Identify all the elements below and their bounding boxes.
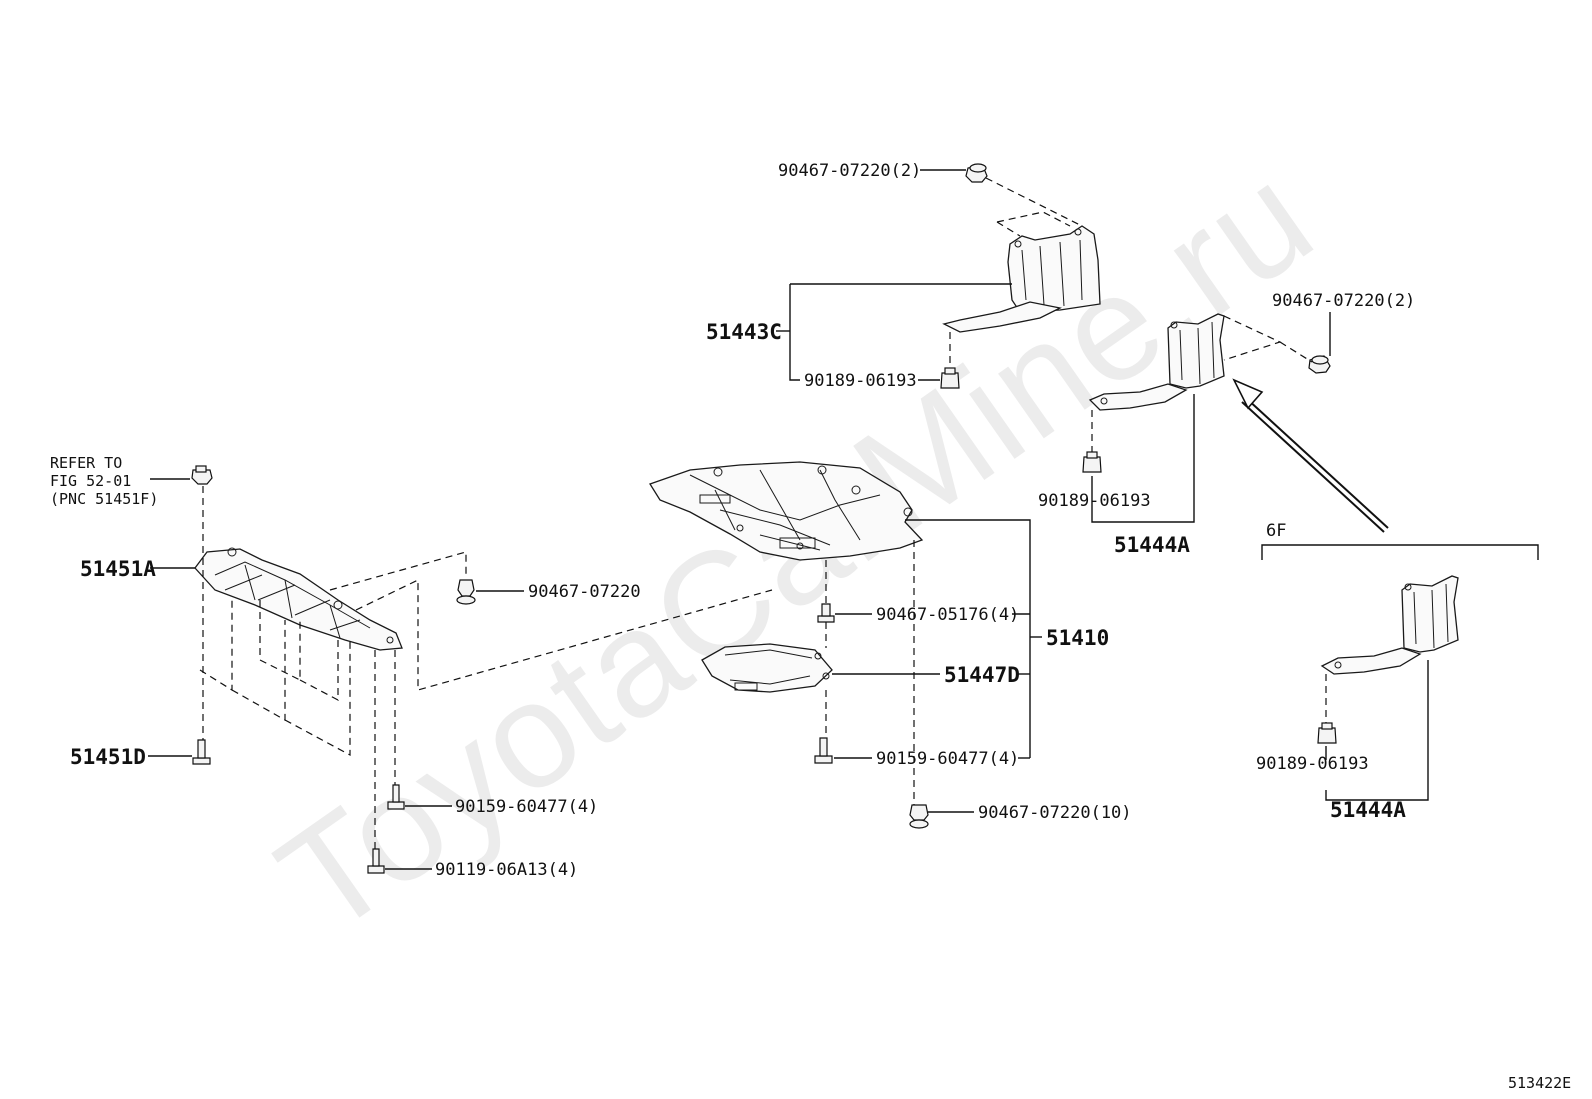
refer-note-line2: FIG 52-01	[50, 472, 131, 490]
left-group-leader-lines	[148, 478, 524, 870]
variant-6F-bracket	[1261, 544, 1539, 560]
clip-90189-06193-right[interactable]	[1082, 451, 1102, 473]
top-group-leader-lines	[776, 169, 1012, 381]
part-51410-engine-under-cover[interactable]	[649, 461, 924, 561]
refer-note-line1: REFER TO	[50, 454, 122, 472]
label-51451D[interactable]: 51451D	[70, 745, 146, 769]
clip-90467-07220[interactable]	[456, 579, 476, 605]
right-group-leader-lines	[1091, 312, 1331, 523]
label-90159-60477-center[interactable]: 90159-60477(4)	[876, 749, 1019, 769]
label-51444A-upper[interactable]: 51444A	[1114, 533, 1190, 557]
figure-number: 513422E	[1508, 1074, 1571, 1092]
bolt-90159-60477-center[interactable]	[814, 737, 833, 764]
label-90189-06193-right[interactable]: 90189-06193	[1038, 491, 1151, 511]
part-51444A-lower-seal[interactable]	[1320, 575, 1459, 675]
bolt-90159-60477-left[interactable]	[387, 784, 405, 810]
label-90467-05176[interactable]: 90467-05176(4)	[876, 605, 1019, 625]
label-90119-06A13[interactable]: 90119-06A13(4)	[435, 860, 578, 880]
part-51447D-cover[interactable]	[701, 643, 833, 693]
label-90189-06193-lower[interactable]: 90189-06193	[1256, 754, 1369, 774]
label-variant-6F: 6F	[1266, 521, 1286, 541]
part-51451A-front-cover[interactable]	[194, 547, 403, 651]
clip-90189-06193-top[interactable]	[940, 367, 960, 389]
label-90189-06193-top[interactable]: 90189-06193	[804, 371, 917, 391]
label-90467-07220-x10[interactable]: 90467-07220(10)	[978, 803, 1132, 823]
lower-right-leader-lines	[1325, 660, 1429, 801]
view-direction-arrow	[1232, 378, 1389, 533]
clip-51451F-fastener[interactable]	[191, 465, 213, 485]
label-51410[interactable]: 51410	[1046, 626, 1109, 650]
part-51444A-upper-seal[interactable]	[1088, 313, 1225, 411]
clip-90467-07220-x10[interactable]	[909, 804, 929, 829]
label-90467-07220-right[interactable]: 90467-07220(2)	[1272, 291, 1415, 311]
label-90159-60477-left[interactable]: 90159-60477(4)	[455, 797, 598, 817]
clip-90467-07220-x2-right[interactable]	[1308, 355, 1331, 374]
clip-90189-06193-lower[interactable]	[1317, 722, 1337, 744]
label-51443C[interactable]: 51443C	[706, 320, 782, 344]
bolt-90119-06A13[interactable]	[367, 848, 385, 874]
label-51451A[interactable]: 51451A	[80, 557, 156, 581]
label-51444A-lower[interactable]: 51444A	[1330, 798, 1406, 822]
bolt-51451D[interactable]	[192, 739, 211, 765]
right-group-dashed-lines	[1091, 315, 1313, 452]
clip-90467-05176[interactable]	[817, 603, 835, 623]
left-group-dashed-lines	[199, 486, 773, 849]
refer-note-line3: (PNC 51451F)	[50, 490, 158, 508]
part-51443C-seal[interactable]	[942, 225, 1101, 333]
center-group-dashed-lines	[825, 540, 915, 805]
label-90467-07220[interactable]: 90467-07220	[528, 582, 641, 602]
label-51447D[interactable]: 51447D	[944, 663, 1020, 687]
top-group-dashed-lines	[949, 177, 1083, 368]
clip-90467-07220-x2-top[interactable]	[965, 163, 988, 183]
label-90467-07220-top[interactable]: 90467-07220(2)	[778, 161, 921, 181]
center-group-leader-lines	[832, 519, 1042, 813]
